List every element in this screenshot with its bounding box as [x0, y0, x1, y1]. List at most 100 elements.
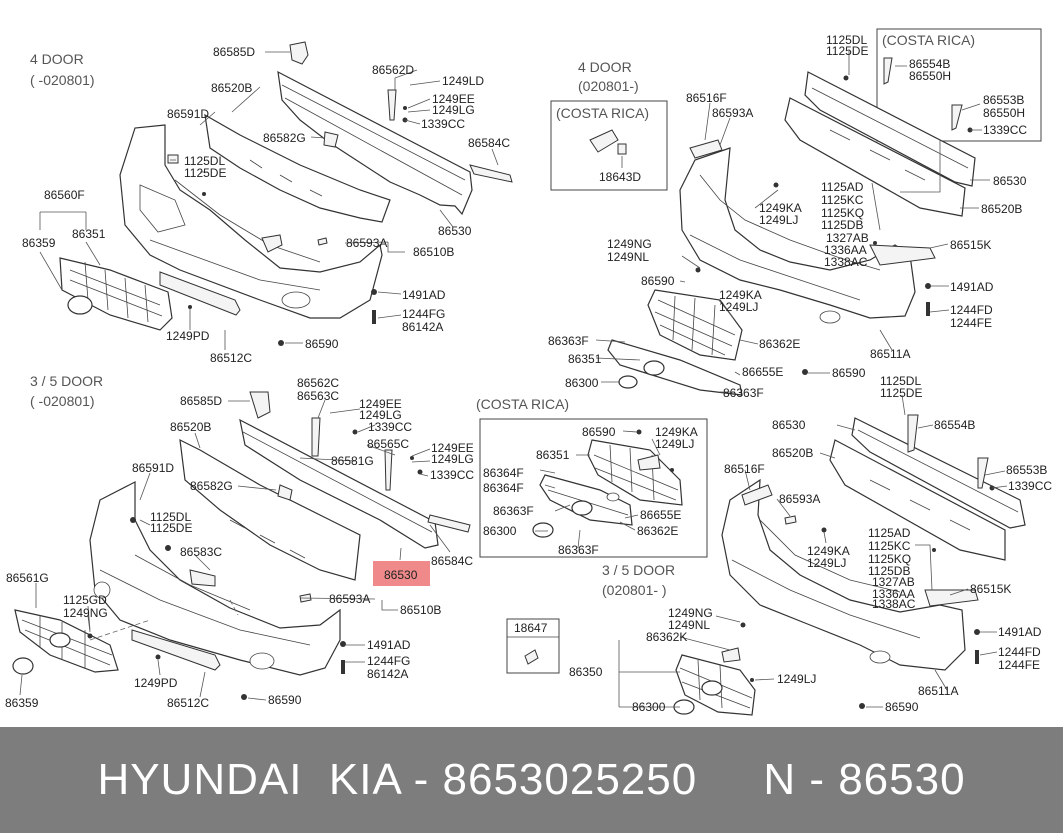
- part-label: 86142A: [402, 320, 443, 334]
- part-label: 1125KC: [821, 193, 864, 207]
- part-label: 86351: [568, 352, 602, 366]
- part-label: 1249LJ: [655, 437, 694, 451]
- part-label: 86351: [536, 448, 570, 462]
- part-label: 86510B: [413, 245, 454, 259]
- bumper-cover: [679, 147, 916, 319]
- section-header: 4 DOOR: [30, 51, 84, 67]
- emblem: [49, 632, 71, 648]
- bumper-cover: [119, 124, 383, 319]
- part-label: 1244FE: [998, 658, 1040, 672]
- part-label: 1125DE: [880, 386, 922, 400]
- part-label: 1491AD: [998, 625, 1042, 639]
- grille-assembly: [607, 289, 743, 396]
- part-label: 1249EE: [359, 397, 402, 411]
- part-label: 86590: [582, 425, 616, 439]
- part-label: 86583C: [180, 545, 222, 559]
- grille-assembly: [59, 257, 173, 331]
- part-label: 1249LD: [442, 74, 484, 88]
- section-35door-late: 3 / 5 DOOR (020801- ) 18647: [506, 374, 1052, 716]
- part-label: 86351: [72, 227, 106, 241]
- part-label: 86565C: [367, 437, 409, 451]
- part-label: 1491AD: [367, 638, 411, 652]
- part-label: 86582G: [190, 479, 233, 493]
- part-label: 1249KA: [807, 544, 850, 558]
- highlighted-part-number: 86530: [384, 568, 418, 582]
- part-label: 86511A: [918, 684, 958, 698]
- grille-assembly: [12, 609, 119, 675]
- part-label: 86364F: [483, 466, 524, 480]
- part-label: 1244FD: [950, 303, 993, 317]
- part-label: 86515K: [970, 582, 1011, 596]
- emblem: [618, 375, 638, 389]
- costa-rica-grille-inset: (COSTA RICA) 86590 1249KA 1249LJ 86351 8…: [476, 396, 708, 558]
- part-label: 86363F: [493, 504, 534, 518]
- part-label: 1339CC: [1008, 479, 1052, 493]
- part-label: 86530: [993, 174, 1027, 188]
- emblem: [532, 522, 554, 538]
- part-label: 86516F: [724, 462, 765, 476]
- part-label: 86300: [632, 700, 666, 714]
- part-label: 1249NG: [63, 606, 108, 620]
- lower-trim: [131, 629, 221, 671]
- part-label: 86362E: [637, 524, 678, 538]
- part-label: 1249NL: [607, 250, 649, 264]
- section-35door-early: 3 / 5 DOOR ( -020801): [5, 373, 474, 710]
- part-label: 86516F: [686, 91, 727, 105]
- section-header: ( -020801): [30, 72, 95, 88]
- inset-title: (COSTA RICA): [882, 32, 975, 48]
- part-label: 1125DL: [150, 510, 191, 524]
- inset-title: (COSTA RICA): [556, 105, 649, 121]
- costa-rica-inset: [550, 100, 668, 191]
- bumper-beam: [804, 71, 976, 187]
- part-label: 1125DL: [880, 374, 921, 388]
- section-header: ( -020801): [30, 393, 95, 409]
- part-label: 86359: [22, 236, 56, 250]
- part-label: 86530: [772, 418, 806, 432]
- badge: [589, 129, 619, 153]
- grille-molding: [539, 474, 633, 526]
- part-label: 1491AD: [402, 288, 446, 302]
- part-label: 1249NG: [607, 237, 652, 251]
- part-label: 86363F: [723, 386, 764, 400]
- lower-trim: [159, 271, 241, 316]
- part-label: 1125DL: [184, 154, 225, 168]
- bumper-beam: [277, 70, 473, 216]
- part-label: 86364F: [483, 481, 524, 495]
- footer-banner: HYUNDAI KIA - 8653025250 N - 86530: [0, 727, 1063, 833]
- bracket-86585D: [249, 391, 271, 419]
- part-label: 86562C: [297, 376, 339, 390]
- bracket-86585D: [289, 41, 309, 65]
- part-label: 86142A: [367, 667, 408, 681]
- part-label: 1339CC: [368, 420, 412, 434]
- part-label: 1249LG: [432, 103, 475, 117]
- part-label: 86550H: [909, 69, 951, 83]
- part-label: 1249EE: [432, 92, 475, 106]
- part-label: 1244FD: [998, 645, 1041, 659]
- part-label: 1125DE: [184, 166, 226, 180]
- part-label: 86554B: [909, 57, 950, 71]
- grille-molding: [607, 339, 743, 396]
- emblem: [12, 657, 34, 675]
- part-label: 1125KQ: [821, 206, 864, 220]
- part-label: 1339CC: [421, 117, 465, 131]
- part-label: 1491AD: [950, 280, 994, 294]
- part-label: 1244FE: [950, 316, 992, 330]
- part-label: 18643D: [599, 170, 641, 184]
- grille-assembly: [673, 654, 756, 716]
- part-label: 1125DB: [868, 564, 910, 578]
- part-label: 1125AD: [821, 180, 864, 194]
- part-label: 86510B: [400, 603, 441, 617]
- energy-absorber: [829, 439, 1006, 561]
- part-label: 1249LG: [431, 452, 474, 466]
- part-label: 86363F: [558, 543, 599, 557]
- part-label: 1249KA: [655, 425, 698, 439]
- part-label: 1249PD: [134, 676, 178, 690]
- parts-diagram: 4 DOOR ( -020801): [5, 28, 1052, 716]
- footer-part-number: HYUNDAI KIA - 8653025250 N - 86530: [97, 755, 966, 804]
- part-label: 1125AD: [868, 526, 911, 540]
- part-label: 86515K: [950, 238, 991, 252]
- highlighted-part-label: [373, 561, 430, 586]
- part-label: 86554B: [934, 418, 975, 432]
- bumper-cover: [89, 481, 341, 676]
- section-4door-early: 4 DOOR ( -020801): [22, 41, 513, 365]
